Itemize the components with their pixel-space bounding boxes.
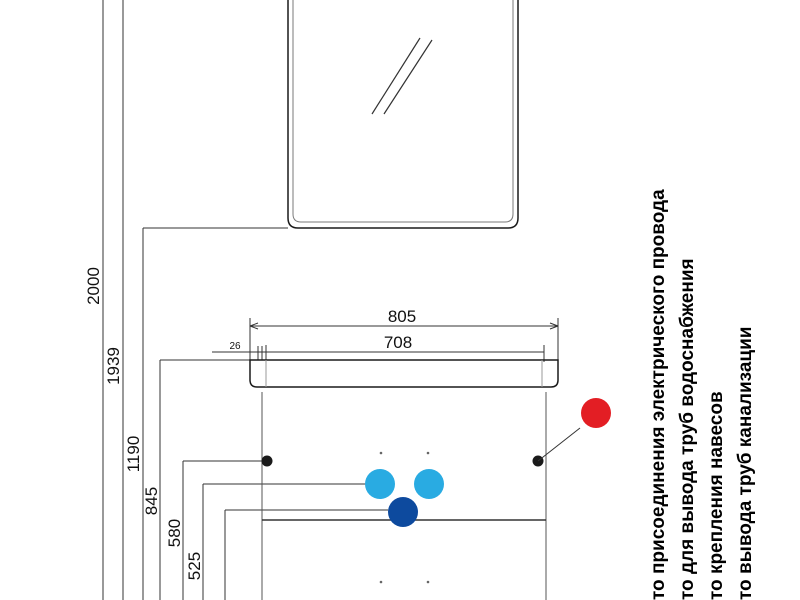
dim-label-845: 845 bbox=[142, 487, 161, 515]
vertical-dimension-lines bbox=[102, 0, 226, 600]
mirror-glare-line bbox=[371, 37, 421, 115]
dim-label-2000: 2000 bbox=[84, 267, 103, 305]
legend-sewer: то вывода труб канализации bbox=[735, 327, 756, 600]
legend-electric: то присоединения электрического провода bbox=[648, 189, 669, 600]
mirror-glare-line bbox=[383, 39, 433, 115]
vanity-unit bbox=[249, 359, 559, 600]
mirror-cabinet bbox=[287, 0, 519, 229]
water-supply-marker bbox=[414, 469, 444, 499]
dim-label-26: 26 bbox=[229, 341, 241, 352]
hanging-point-marker bbox=[261, 455, 273, 467]
dim-label-580: 580 bbox=[165, 519, 184, 547]
legend-hanging: то крепления навесов bbox=[706, 391, 727, 600]
dim-label-525: 525 bbox=[185, 552, 204, 580]
dim-label-1190: 1190 bbox=[124, 436, 143, 473]
extension-lines bbox=[143, 227, 388, 511]
legend-water: то для вывода труб водоснабжения bbox=[677, 258, 698, 600]
dim-26 bbox=[257, 346, 263, 360]
dim-label-805: 805 bbox=[388, 307, 416, 326]
dim-label-708: 708 bbox=[384, 333, 412, 352]
dim-label-1939: 1939 bbox=[104, 347, 123, 385]
water-supply-marker bbox=[365, 469, 395, 499]
electric-connection-marker bbox=[581, 398, 611, 428]
reference-dots bbox=[379, 451, 430, 584]
sewer-marker bbox=[388, 497, 418, 527]
dim-805 bbox=[249, 318, 559, 360]
electric-leader-line bbox=[537, 427, 581, 462]
dim-708 bbox=[212, 345, 545, 362]
